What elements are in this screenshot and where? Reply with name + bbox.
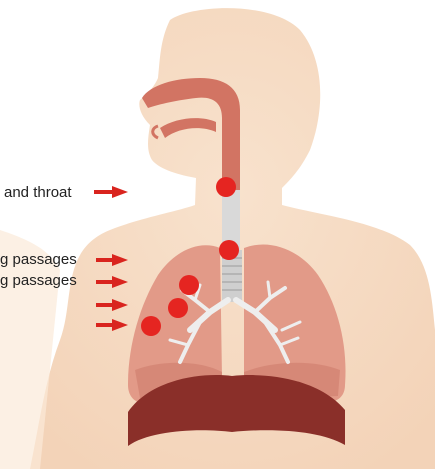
marker-lower-lung xyxy=(141,316,161,336)
label-lower-passages: g passages xyxy=(0,272,77,289)
marker-trachea xyxy=(219,240,239,260)
label-upper-passages: g passages xyxy=(0,251,77,268)
marker-upper-lung xyxy=(179,275,199,295)
marker-throat xyxy=(216,177,236,197)
marker-mid-lung xyxy=(168,298,188,318)
arrow-throat xyxy=(94,186,128,198)
label-nose-throat: and throat xyxy=(4,184,72,201)
